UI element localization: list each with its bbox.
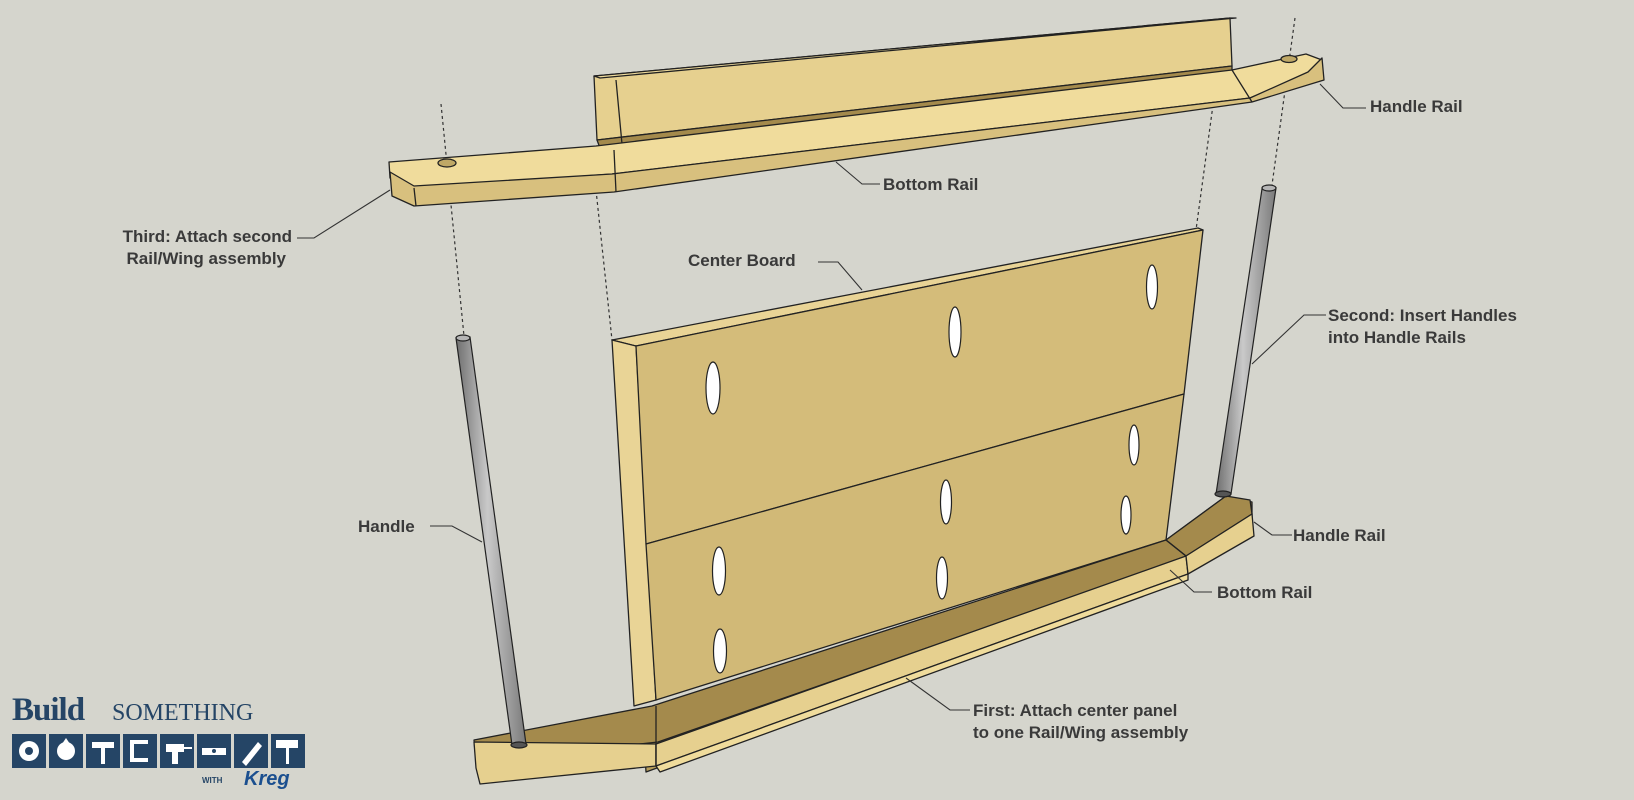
top-rail-seam [613, 149, 617, 193]
top-bottom-rail-edge [593, 17, 1237, 79]
bottom-rail-seam [1165, 539, 1187, 557]
pocket-hole [1145, 264, 1159, 310]
label-handle-rail-top: Handle Rail [1370, 97, 1463, 116]
leader-third-step [297, 189, 391, 239]
bottom-rail-assembly [473, 495, 1255, 785]
top-rail-seam [413, 187, 417, 207]
label-second-step: Second: Insert Handles into Handle Rails [1328, 305, 1517, 349]
label-handle-rail-bottom: Handle Rail [1293, 526, 1386, 545]
leader-handle-rail-top [1319, 83, 1366, 109]
pocket-hole [712, 628, 728, 674]
leader-lines [297, 83, 1366, 711]
top-left-handle-hole [437, 158, 457, 168]
top-rail-assembly [388, 17, 1325, 207]
pocket-hole [711, 546, 727, 596]
pocket-hole [1120, 495, 1132, 535]
logo-with-text: WITH [202, 776, 223, 785]
left-handle [455, 334, 528, 749]
label-first-step: First: Attach center panel to one Rail/W… [973, 700, 1188, 744]
top-right-handle-hole [1280, 54, 1298, 64]
top-wing-rail-front [389, 57, 1325, 207]
label-third-step-line2: Rail/Wing assembly [126, 249, 286, 268]
right-handle-end [1261, 184, 1277, 192]
alignment-line [595, 189, 613, 341]
bottom-right-wing-front [1185, 513, 1255, 575]
leader-handle [430, 525, 483, 543]
label-center-board: Center Board [688, 251, 796, 270]
logo-word-build: Build [12, 692, 85, 728]
right-handle [1214, 184, 1277, 498]
top-rail-seam [1231, 69, 1253, 103]
label-bottom-rail-bottom: Bottom Rail [1217, 583, 1313, 602]
label-second-step-line1: Second: Insert Handles [1328, 306, 1517, 325]
label-first-step-line2: to one Rail/Wing assembly [973, 723, 1189, 742]
label-second-step-line2: into Handle Rails [1328, 328, 1466, 347]
leader-bottom-rail-top [835, 161, 880, 185]
pocket-holes [705, 264, 1159, 674]
label-first-step-line1: First: Attach center panel [973, 701, 1178, 720]
leader-first-step [905, 677, 970, 711]
top-rail-seam [615, 79, 623, 145]
pocket-hole [948, 306, 962, 358]
logo-tool-icons [12, 734, 305, 768]
pocket-hole [1128, 424, 1140, 466]
alignment-line [1195, 104, 1214, 231]
clamp-icon [123, 734, 157, 768]
alignment-line [440, 103, 465, 337]
left-handle-end [455, 334, 471, 342]
alignment-line [1271, 17, 1296, 186]
label-bottom-rail-top: Bottom Rail [883, 175, 979, 194]
label-handle: Handle [358, 517, 415, 536]
pocket-hole [935, 556, 949, 600]
left-handle-body [455, 336, 527, 746]
alignment-lines [440, 17, 1296, 341]
left-handle-base [510, 741, 528, 749]
logo-word-something: SOMETHING [112, 700, 254, 726]
label-third-step-line1: Third: Attach second [122, 227, 292, 246]
leader-bottom-rail-bottom [1169, 569, 1212, 593]
leader-center-board [818, 261, 863, 291]
leader-second-step [1251, 314, 1326, 365]
leader-handle-rail-bottom [1253, 521, 1292, 536]
build-something-logo: Build SOMETHING [12, 692, 312, 792]
bottom-left-wing-front [473, 741, 657, 785]
right-handle-body [1215, 187, 1277, 495]
bottom-rail-lower-lip [655, 573, 1189, 773]
kreg-logo-text: Kreg [244, 768, 290, 790]
pocket-hole [705, 361, 721, 415]
pocket-hole [939, 479, 953, 525]
label-third-step: Third: Attach second Rail/Wing assembly [60, 226, 292, 270]
right-handle-base [1214, 490, 1232, 498]
